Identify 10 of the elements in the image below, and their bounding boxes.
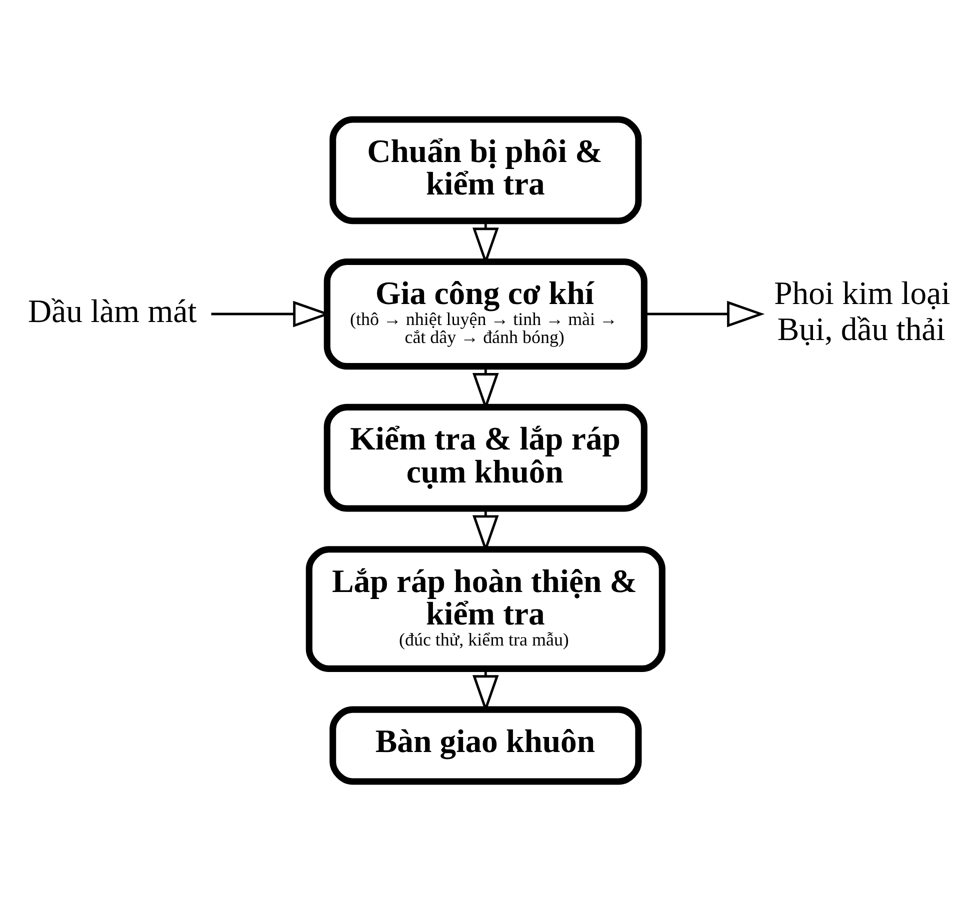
node-text: Dầu làm mát bbox=[28, 294, 197, 330]
node-box: Gia công cơ khí (thô → nhiệt luyện → tinh → mài → cắt dây → đánh bóng) bbox=[324, 258, 648, 370]
node-box: Chuẩn bị phôi & kiểm tra bbox=[330, 116, 642, 224]
arrow bbox=[211, 300, 331, 328]
arrow bbox=[472, 508, 499, 553]
arrow bbox=[644, 300, 765, 328]
node-box: Kiểm tra & lắp ráp cụm khuôn bbox=[324, 404, 648, 512]
node-text: Phoi kim loại Bụi, dầu thải bbox=[774, 276, 950, 348]
node-box: Lắp ráp hoàn thiện & kiểm tra (đúc thử, kiểm tra mẫu) bbox=[306, 546, 666, 672]
node-box: Bàn giao khuôn bbox=[330, 706, 642, 785]
